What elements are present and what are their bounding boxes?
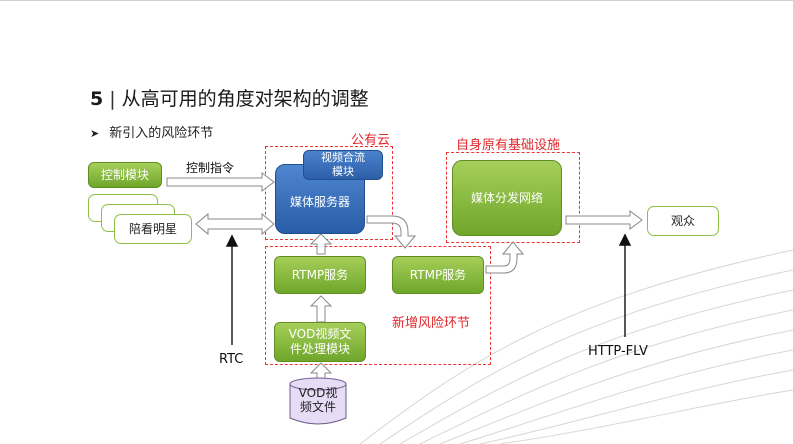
video-merge-module-box: 视频合流 模块 xyxy=(303,150,383,180)
bullet-arrow-icon: ➤ xyxy=(90,127,100,140)
section-number: 5 xyxy=(90,88,104,110)
region-new-risk xyxy=(265,246,491,365)
region-public-cloud xyxy=(265,146,393,240)
arrow-control-command xyxy=(166,172,275,192)
arrow-rtmp1-to-media xyxy=(309,233,333,255)
arrow-media-to-rtmp2 xyxy=(366,215,417,249)
vod-processing-box: VOD视频文 件处理模块 xyxy=(274,322,366,362)
http-flv-label: HTTP-FLV xyxy=(588,344,648,359)
subtitle: ➤ 新引入的风险环节 xyxy=(90,122,213,141)
new-risk-label: 新增风险环节 xyxy=(392,316,471,331)
media-distribution-box: 媒体分发网络 xyxy=(452,160,562,236)
subtitle-text: 新引入的风险环节 xyxy=(109,126,214,141)
title-text: 从高可用的角度对架构的调整 xyxy=(121,88,369,110)
own-infra-label: 自身原有基础设施 xyxy=(456,138,561,153)
arrow-distribution-to-audience xyxy=(565,210,643,230)
control-command-label: 控制指令 xyxy=(186,161,235,175)
rtmp-service-1-box: RTMP服务 xyxy=(274,256,366,294)
page-title: 5|从高可用的角度对架构的调整 xyxy=(90,84,369,111)
arrow-star-media xyxy=(195,212,275,236)
arrow-rtmp2-to-distribution xyxy=(485,241,525,274)
arrow-vod-to-rtmp1 xyxy=(309,295,333,323)
vod-file-label: VOD视 频文件 xyxy=(298,386,338,415)
arrow-file-to-vod xyxy=(309,362,333,381)
audience-box: 观众 xyxy=(647,206,719,236)
companion-star-box: 陪看明星 xyxy=(114,214,192,244)
top-border xyxy=(0,0,793,1)
title-separator: | xyxy=(109,88,116,110)
rtc-label: RTC xyxy=(219,352,244,367)
control-module-box: 控制模块 xyxy=(88,162,162,188)
rtmp-service-2-box: RTMP服务 xyxy=(392,256,484,294)
public-cloud-label: 公有云 xyxy=(351,133,391,148)
vod-file-cylinder-icon xyxy=(289,377,347,425)
